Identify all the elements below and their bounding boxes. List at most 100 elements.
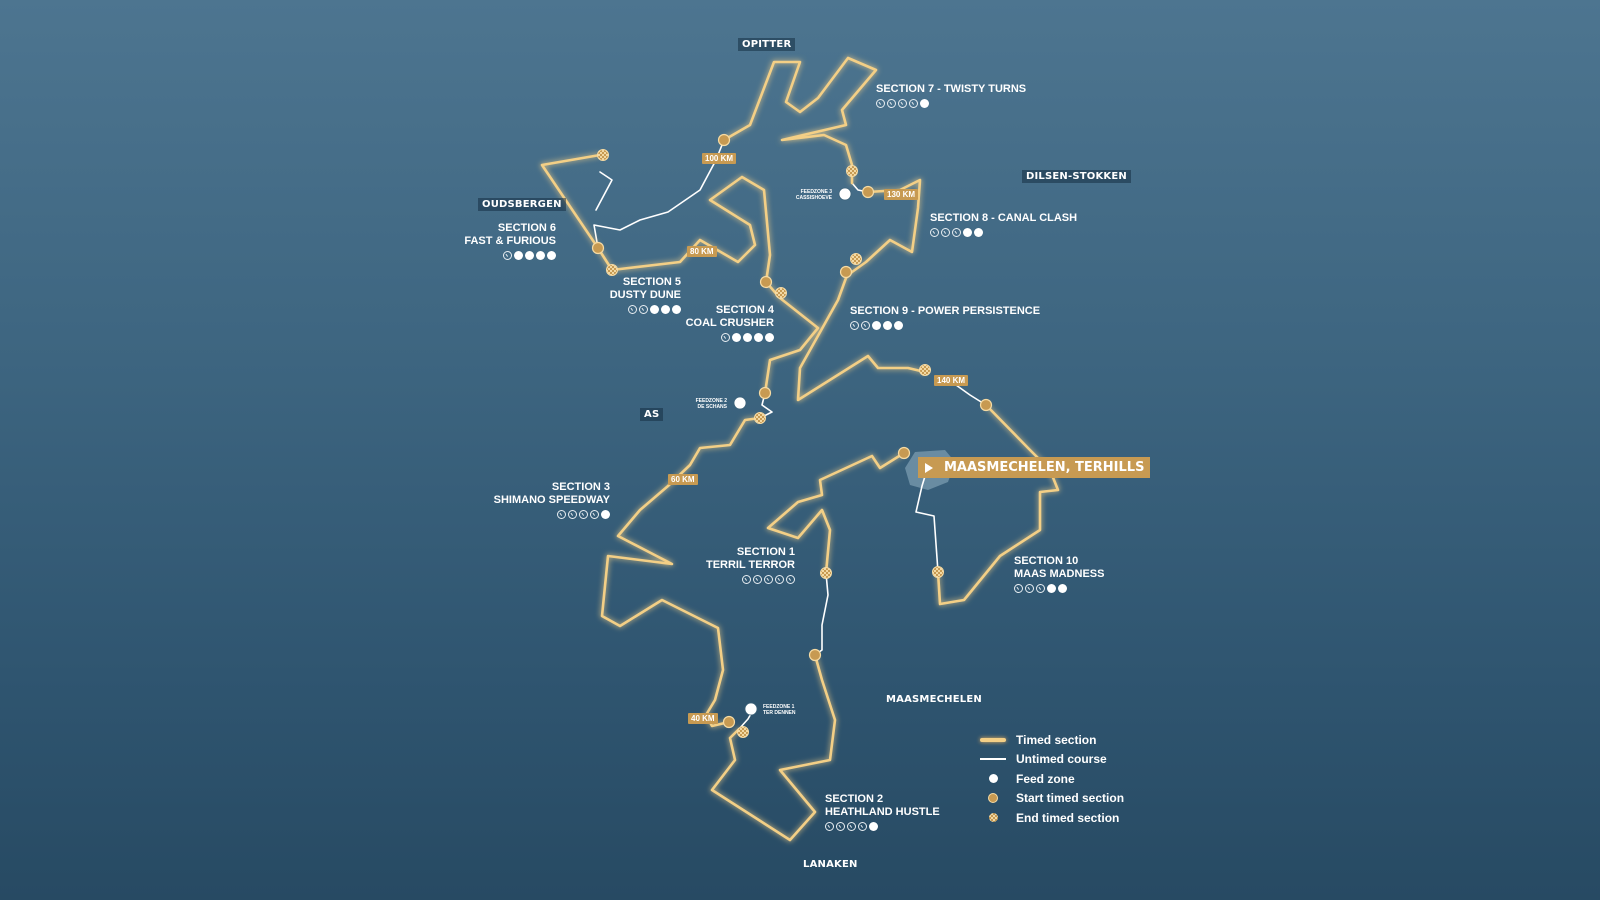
difficulty-rating	[706, 575, 795, 584]
km-marker-140: 140 KM	[934, 375, 969, 386]
difficulty-icon	[601, 510, 610, 519]
difficulty-icon	[754, 333, 763, 342]
stopwatch-icon	[759, 275, 773, 289]
difficulty-icon	[590, 510, 599, 519]
difficulty-icon	[650, 305, 659, 314]
difficulty-icon	[974, 228, 983, 237]
difficulty-icon	[876, 99, 885, 108]
section-name: MAAS MADNESS	[1014, 568, 1105, 580]
feed-zone-label-3: FEEDZONE 3 CASSISHOEVE	[796, 189, 832, 201]
section-label-6: SECTION 6 FAST & FURIOUS	[464, 222, 556, 260]
feed-zone-place: DE SCHANS	[697, 404, 727, 410]
difficulty-icon	[836, 822, 845, 831]
difficulty-icon	[1058, 584, 1067, 593]
untimed-course	[593, 139, 987, 730]
difficulty-icon	[742, 575, 751, 584]
feed-zone-name: FEEDZONE 3	[800, 189, 832, 195]
map-legend: Timed section Untimed course Feed zone S…	[978, 730, 1124, 828]
untimed-s5-to-s6	[593, 139, 725, 249]
difficulty-icon	[825, 822, 834, 831]
stopwatch-icon	[717, 133, 731, 147]
difficulty-rating	[876, 99, 1026, 108]
feed-zone-name: FEEDZONE 2	[695, 398, 727, 404]
checkered-flag-icon	[820, 567, 832, 579]
feed-zone-icon	[744, 702, 758, 716]
difficulty-icon	[869, 822, 878, 831]
difficulty-icon	[721, 333, 730, 342]
difficulty-icon	[850, 321, 859, 330]
difficulty-icon	[661, 305, 670, 314]
section-name: DUSTY DUNE	[609, 289, 681, 301]
section-title: SECTION 8 - CANAL CLASH	[930, 212, 1078, 224]
legend-item-feed: Feed zone	[978, 769, 1124, 789]
finish-label-text: MAASMECHELEN, TERHILLS	[944, 460, 1145, 475]
checkered-flag-icon	[606, 264, 618, 276]
legend-label: End timed section	[1016, 810, 1120, 825]
section-name: SHIMANO SPEEDWAY	[493, 494, 610, 506]
section-title: SECTION 6	[497, 222, 556, 234]
difficulty-icon	[941, 228, 950, 237]
difficulty-icon	[503, 251, 512, 260]
difficulty-rating	[850, 321, 1040, 330]
untimed-s1-to-s2	[814, 572, 829, 656]
difficulty-icon	[894, 321, 903, 330]
checkered-flag-icon	[597, 149, 609, 161]
feed-zone-place: CASSISHOEVE	[795, 195, 832, 201]
legend-label: Start timed section	[1016, 791, 1125, 806]
untimed-route-icon	[980, 758, 1006, 761]
difficulty-icon	[764, 575, 773, 584]
legend-item-untimed: Untimed course	[978, 750, 1124, 770]
difficulty-rating	[930, 228, 1077, 237]
difficulty-icon	[536, 251, 545, 260]
checkered-flag-icon	[775, 287, 787, 299]
legend-label: Timed section	[1016, 732, 1097, 747]
stopwatch-icon	[758, 386, 772, 400]
stopwatch-icon	[897, 446, 911, 460]
difficulty-icon	[883, 321, 892, 330]
difficulty-icon	[847, 822, 856, 831]
stopwatch-icon	[988, 793, 998, 804]
finish-label: MAASMECHELEN, TERHILLS	[918, 457, 1151, 478]
feed-zone-label-2: FEEDZONE 2 DE SCHANS	[696, 398, 727, 410]
difficulty-icon	[963, 228, 972, 237]
km-marker-80: 80 KM	[687, 246, 717, 257]
town-label-lanaken: LANAKEN	[803, 859, 858, 870]
feed-zone-name: FEEDZONE 1	[763, 704, 795, 710]
legend-label: Feed zone	[1016, 771, 1075, 786]
town-label-as: AS	[640, 408, 664, 421]
difficulty-icon	[775, 575, 784, 584]
timed-section-5	[610, 175, 772, 284]
legend-item-end: End timed section	[978, 808, 1124, 828]
difficulty-icon	[1047, 584, 1056, 593]
timed-section-1	[766, 451, 906, 575]
legend-item-start: Start timed section	[978, 789, 1124, 809]
difficulty-icon	[743, 333, 752, 342]
difficulty-icon	[765, 333, 774, 342]
section-label-10: SECTION 10 MAAS MADNESS	[1014, 555, 1104, 593]
stopwatch-icon	[808, 648, 822, 662]
difficulty-icon	[887, 99, 896, 108]
difficulty-icon	[753, 575, 762, 584]
stopwatch-icon	[979, 398, 993, 412]
feed-zone-markers	[733, 187, 852, 716]
difficulty-icon	[547, 251, 556, 260]
section-label-7: SECTION 7 - TWISTY TURNS	[876, 83, 1026, 108]
section-label-3: SECTION 3 SHIMANO SPEEDWAY	[494, 481, 610, 519]
section-title: SECTION 9 - POWER PERSISTENCE	[850, 305, 1041, 317]
checkered-flag-icon	[919, 364, 931, 376]
difficulty-rating	[1014, 584, 1104, 593]
town-label-maasmechelen: MAASMECHELEN	[886, 694, 982, 705]
feed-zone-place: TER DENNEN	[763, 710, 796, 716]
difficulty-rating	[494, 510, 610, 519]
section-label-8: SECTION 8 - CANAL CLASH	[930, 212, 1077, 237]
section-label-5: SECTION 5 DUSTY DUNE	[610, 276, 681, 314]
difficulty-icon	[579, 510, 588, 519]
section-name: HEATHLAND HUSTLE	[825, 806, 940, 818]
town-label-oudsbergen: OUDSBERGEN	[478, 198, 566, 211]
timed-section-7	[722, 56, 878, 185]
difficulty-icon	[858, 822, 867, 831]
difficulty-icon	[872, 321, 881, 330]
km-marker-100: 100 KM	[702, 153, 737, 164]
difficulty-icon	[568, 510, 577, 519]
feed-zone-label-1: FEEDZONE 1 TER DENNEN	[763, 704, 796, 716]
